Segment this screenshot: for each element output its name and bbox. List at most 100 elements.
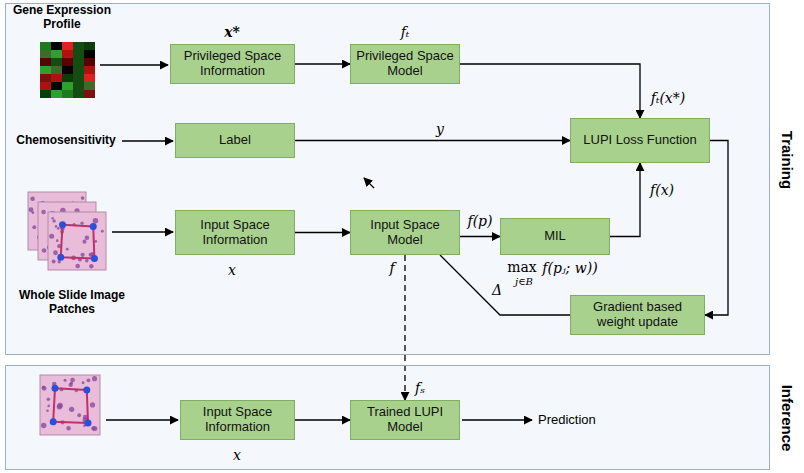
annotation-text: Whole Slide Image Patches [16, 289, 128, 317]
nucleus-dot [64, 379, 67, 382]
nucleus-dot [46, 409, 49, 412]
patch-ground [48, 212, 106, 270]
nucleus-dot [41, 210, 46, 215]
nucleus-dot [92, 376, 97, 381]
math-symbol: x [233, 447, 241, 463]
heatmap-cell [62, 58, 73, 66]
nucleus-dot [93, 218, 99, 224]
nucleus-dot [82, 240, 86, 244]
patch-outline [53, 388, 88, 423]
process-box: Privileged Space Information [170, 44, 295, 84]
heatmap-cell [40, 82, 51, 90]
process-box: Privileged Space Model [350, 44, 460, 84]
process-box: LUPI Loss Function [570, 118, 710, 163]
heatmap-cell [73, 42, 84, 50]
input-arrow [364, 178, 374, 188]
flow-arrow [295, 63, 350, 64]
edge-label: f(x) [650, 182, 674, 198]
flow-arrow [295, 140, 570, 141]
nucleus-dot [81, 196, 85, 200]
heatmap-cell [84, 42, 95, 50]
nucleus-dot [49, 234, 54, 239]
heatmap-cell [40, 74, 51, 82]
nucleus-dot [85, 235, 90, 240]
nucleus-dot [57, 227, 60, 230]
heatmap-cell [84, 58, 95, 66]
math-symbol: x* [224, 24, 240, 40]
input-arrow [106, 419, 178, 420]
flow-arrow [610, 163, 640, 237]
flow-arrow [460, 64, 640, 118]
panel-fill [5, 365, 770, 470]
patch-ground [40, 375, 100, 435]
nucleus-dot [30, 196, 35, 201]
process-box: Input Space Information [175, 210, 295, 255]
nucleus-dot [91, 426, 95, 430]
edge-label: fₜ(x*) [651, 90, 685, 106]
heatmap-cell [40, 42, 51, 50]
edge-label: y [436, 121, 444, 137]
heatmap-cell [62, 90, 73, 98]
input-arrow [112, 231, 173, 232]
heatmap-cell [40, 66, 51, 74]
corner-dot [50, 418, 57, 425]
heatmap-cell [62, 50, 73, 58]
heatmap-cell [73, 66, 84, 74]
heatmap-cell [62, 74, 73, 82]
box-text: Trained LUPI Model [356, 405, 454, 435]
math-symbol: fₜ [401, 24, 410, 40]
nucleus-dot [55, 225, 58, 228]
nucleus-dot [66, 248, 69, 251]
process-box: Trained LUPI Model [350, 400, 460, 440]
nucleus-dot [47, 398, 50, 401]
heatmap-cell [73, 90, 84, 98]
heatmap-cell [51, 58, 62, 66]
process-box: Gradient based weight update [570, 295, 705, 335]
flow-arrow [295, 232, 350, 233]
nucleus-dot [90, 402, 95, 407]
heatmap-cell [62, 66, 73, 74]
math-symbol: max [507, 259, 537, 275]
annotation-text: Prediction [538, 413, 596, 428]
nucleus-dot [80, 222, 83, 225]
flow-arrow [460, 236, 500, 237]
panel-fill [5, 3, 770, 355]
nucleus-dot [66, 426, 70, 430]
process-box: MIL [500, 218, 610, 255]
nucleus-dot [69, 407, 74, 412]
process-box: Input Space Information [180, 400, 295, 440]
heatmap-image [40, 42, 95, 98]
heatmap-cell [51, 42, 62, 50]
math-symbol: fₛ [415, 380, 425, 396]
math-symbol: f [389, 260, 394, 276]
nucleus-dot [29, 207, 34, 212]
heatmap-cell [51, 74, 62, 82]
heatmap-cell [73, 82, 84, 90]
box-text: Input Space Model [356, 218, 454, 248]
math-symbol: f(pⱼ; w)) [542, 260, 597, 276]
process-box: Label [175, 123, 295, 158]
math-symbol: x [228, 262, 236, 278]
nucleus-dot [52, 260, 56, 264]
nucleus-dot [51, 217, 53, 219]
heatmap-cell [51, 90, 62, 98]
corner-dot [57, 254, 64, 261]
edge-label: Δ [492, 282, 502, 298]
corner-dot [52, 385, 59, 392]
heatmap-cell [40, 58, 51, 66]
corner-dot [90, 223, 97, 230]
tissue-patch [48, 212, 106, 270]
nucleus-dot [92, 426, 97, 431]
nucleus-dot [85, 259, 88, 262]
nucleus-dot [41, 423, 46, 428]
process-box: Input Space Model [350, 210, 460, 255]
nucleus-dot [42, 386, 47, 391]
box-text: Input Space Information [186, 405, 289, 435]
flow-arrow [295, 419, 350, 420]
nucleus-dot [101, 230, 104, 233]
patch-outline [61, 225, 95, 259]
heatmap-cell [73, 58, 84, 66]
nucleus-dot [77, 413, 81, 417]
dashed-transfer-arrow [404, 255, 405, 400]
